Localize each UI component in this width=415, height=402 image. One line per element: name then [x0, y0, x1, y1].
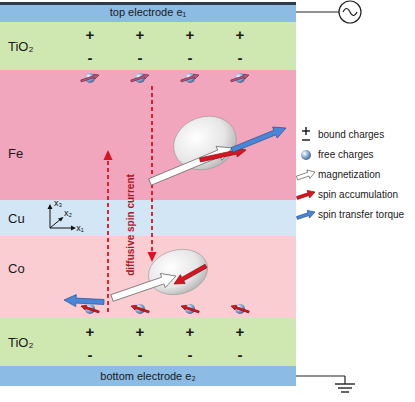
spin-arrow [181, 305, 199, 313]
ground-symbol [296, 376, 355, 392]
ground-symbol-part [335, 383, 355, 384]
spin-arrow [81, 74, 99, 82]
legend: bound chargesfree chargesmagnetizationsp… [296, 125, 415, 225]
ac-source-part [339, 1, 361, 23]
bound-charge-sign: - [138, 346, 143, 363]
bound-charge-sign: - [88, 346, 93, 363]
legend-samples-part [301, 150, 311, 160]
spacer-layer: Cu [0, 200, 296, 236]
ground-symbol-part [296, 375, 345, 376]
legend-sample [296, 170, 315, 180]
bound-charge-sign: - [238, 49, 243, 66]
spin-arrow [131, 74, 149, 82]
legend-sample [297, 190, 316, 199]
legend-entry: free charges [296, 145, 415, 165]
axis-triad-part [50, 206, 51, 228]
legend-samples [301, 127, 311, 160]
electrode-label: top electrode e₁ [110, 6, 186, 18]
electrode-band: bottom electrode e₂ [0, 366, 296, 386]
co-ellipsoid [143, 243, 212, 301]
ground-symbol-part [338, 387, 352, 388]
spin-current-arrow-head [148, 252, 157, 262]
layer-label: Cu [8, 211, 25, 226]
axis-label: x₂ [64, 208, 72, 218]
bound-charge-sign: + [86, 323, 95, 340]
electrode-label: bottom electrode e₂ [100, 370, 195, 382]
bound-charge-sign: + [86, 26, 95, 43]
legend-entry: spin transfer torque [296, 205, 415, 225]
bound-charge-sign: + [136, 323, 145, 340]
spin-arrow [81, 305, 99, 313]
spin-arrow [231, 74, 249, 82]
legend-entry: magnetization [296, 165, 415, 185]
bound-charge-sign: - [188, 346, 193, 363]
spin-accumulation-arrow [174, 264, 207, 284]
ground-symbol-part [341, 391, 349, 392]
ac-source-part [296, 11, 339, 12]
vector-arrows [64, 73, 315, 314]
layer-label: TiO₂ [8, 39, 34, 54]
axis-label: x₁ [76, 223, 84, 233]
dielectric-layer: TiO₂ [0, 318, 296, 366]
bound-charge-sign: - [188, 49, 193, 66]
legend-entry: bound charges [296, 125, 415, 145]
ferromagnet-layer: Co [0, 236, 296, 318]
bound-charge-sign: + [186, 26, 195, 43]
legend-sample [297, 210, 316, 219]
layer-label: Fe [8, 146, 23, 161]
magnetization-arrow [111, 274, 176, 302]
ground-symbol-part [344, 376, 345, 384]
spin-arrow [131, 305, 149, 313]
axis-triad-part [50, 228, 74, 229]
layer-label: TiO₂ [8, 335, 34, 350]
spin-current-arrow [151, 86, 153, 253]
spin-current-arrow-head [104, 150, 113, 160]
axis-label: x₃ [54, 198, 62, 208]
spin-arrow [181, 74, 199, 82]
dielectric-layer: TiO₂ [0, 22, 296, 70]
spin-current-arrow [107, 159, 109, 312]
bound-charge-sign: + [136, 26, 145, 43]
legend-samples-part [302, 139, 310, 140]
bound-charge-sign: + [236, 323, 245, 340]
legend-entry: spin accumulation [296, 185, 415, 205]
torque-arrow [231, 127, 286, 152]
magnetization-arrow [149, 146, 232, 185]
bound-charge-sign: + [236, 26, 245, 43]
bound-charge-sign: + [186, 323, 195, 340]
spin-current-label: diffusive spin current [125, 174, 136, 276]
bound-charge-sign: - [88, 49, 93, 66]
torque-arrow [64, 295, 104, 307]
spin-arrow [231, 305, 249, 313]
ac-source-part [343, 9, 357, 16]
bound-charge-sign: - [238, 346, 243, 363]
ac-source [296, 1, 361, 23]
legend-samples-part [305, 127, 306, 135]
layer-label: Co [8, 261, 25, 276]
electrode-edge [0, 2, 296, 5]
bound-charge-sign: - [138, 49, 143, 66]
ferromagnet-layer: Fe [0, 70, 296, 200]
